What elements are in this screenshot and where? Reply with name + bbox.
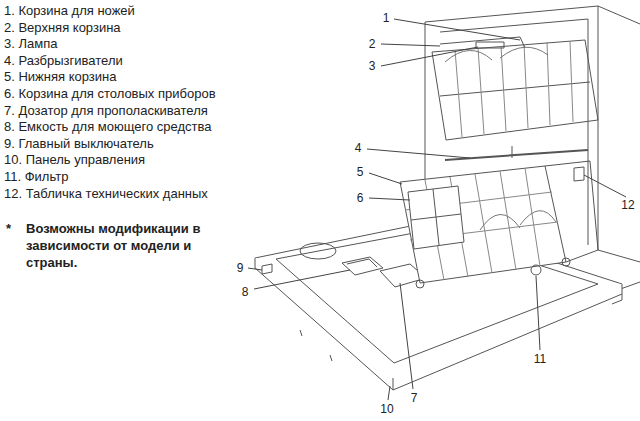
lower-basket-back	[545, 161, 598, 262]
lamp	[476, 42, 504, 48]
part-list-item: 12. Табличка технических данных	[4, 186, 208, 202]
spray-arm	[445, 150, 588, 160]
basket-wheel	[416, 280, 424, 288]
filter	[531, 265, 541, 275]
lower-basket	[400, 166, 566, 283]
callout-number: 9	[236, 262, 245, 275]
callout-number: 2	[368, 38, 377, 51]
callout-number: 10	[379, 403, 394, 416]
detergent-lid	[347, 259, 377, 267]
callout-number: 11	[533, 353, 547, 366]
door-cap	[300, 243, 336, 259]
callout-number: 8	[241, 286, 250, 299]
callout-number: 5	[356, 166, 365, 179]
leader-line	[369, 198, 410, 200]
leader-line	[536, 276, 540, 350]
leader-line	[381, 44, 440, 46]
leader-line	[584, 175, 626, 197]
leader-line	[369, 173, 402, 184]
upper-tines	[445, 47, 548, 62]
detergent-box	[342, 257, 383, 275]
leader-line	[254, 270, 350, 289]
cutlery-partitions	[411, 189, 461, 245]
part-list-item: 8. Емкость для моющего средства	[4, 119, 212, 135]
part-list-item: 3. Лампа	[4, 36, 57, 52]
callout-number: 7	[410, 392, 419, 405]
leader-line	[248, 268, 262, 270]
leader-line	[381, 47, 478, 66]
door-marks	[300, 330, 332, 361]
part-list-item: 7. Дозатор для прополаскивателя	[4, 103, 208, 119]
part-list-item: 4. Разбрызгиватели	[4, 53, 123, 69]
spray-hub	[512, 146, 513, 158]
cutlery-basket	[408, 186, 464, 249]
upper-basket-wires	[455, 41, 573, 137]
callout-number: 3	[368, 60, 377, 73]
callout-number: 6	[356, 192, 365, 205]
main-switch	[262, 264, 272, 274]
cabinet-top	[425, 6, 640, 24]
footnote-mark: *	[6, 220, 11, 237]
callout-number: 1	[382, 12, 391, 25]
leader-line	[400, 283, 413, 389]
leader-line	[394, 19, 520, 40]
leader-lines	[248, 19, 626, 400]
door-corner	[393, 378, 394, 390]
cabinet-front-right	[598, 6, 599, 250]
data-plate	[574, 167, 584, 181]
footnote-text: Возможны модификации в зависимости от мо…	[26, 220, 221, 271]
cabinet-side-bottom	[598, 250, 640, 262]
leader-line	[388, 386, 390, 400]
part-list-item: 6. Корзина для столовых приборов	[4, 86, 216, 102]
upper-basket-rail	[440, 82, 590, 96]
lower-tines	[480, 211, 556, 230]
basket-wheel	[562, 258, 570, 266]
upper-basket	[432, 40, 598, 140]
part-list-item: 2. Верхняя корзина	[4, 20, 121, 36]
callout-number: 4	[354, 142, 363, 155]
part-list-item: 11. Фильтр	[4, 169, 68, 185]
callout-number: 12	[620, 199, 635, 212]
part-list-item: 1. Корзина для ножей	[4, 3, 135, 19]
part-list-item: 9. Главный выключатель	[4, 136, 154, 152]
part-list-item: 10. Панель управления	[4, 152, 145, 168]
leader-line	[367, 149, 470, 158]
part-list-item: 5. Нижняя корзина	[4, 69, 116, 85]
